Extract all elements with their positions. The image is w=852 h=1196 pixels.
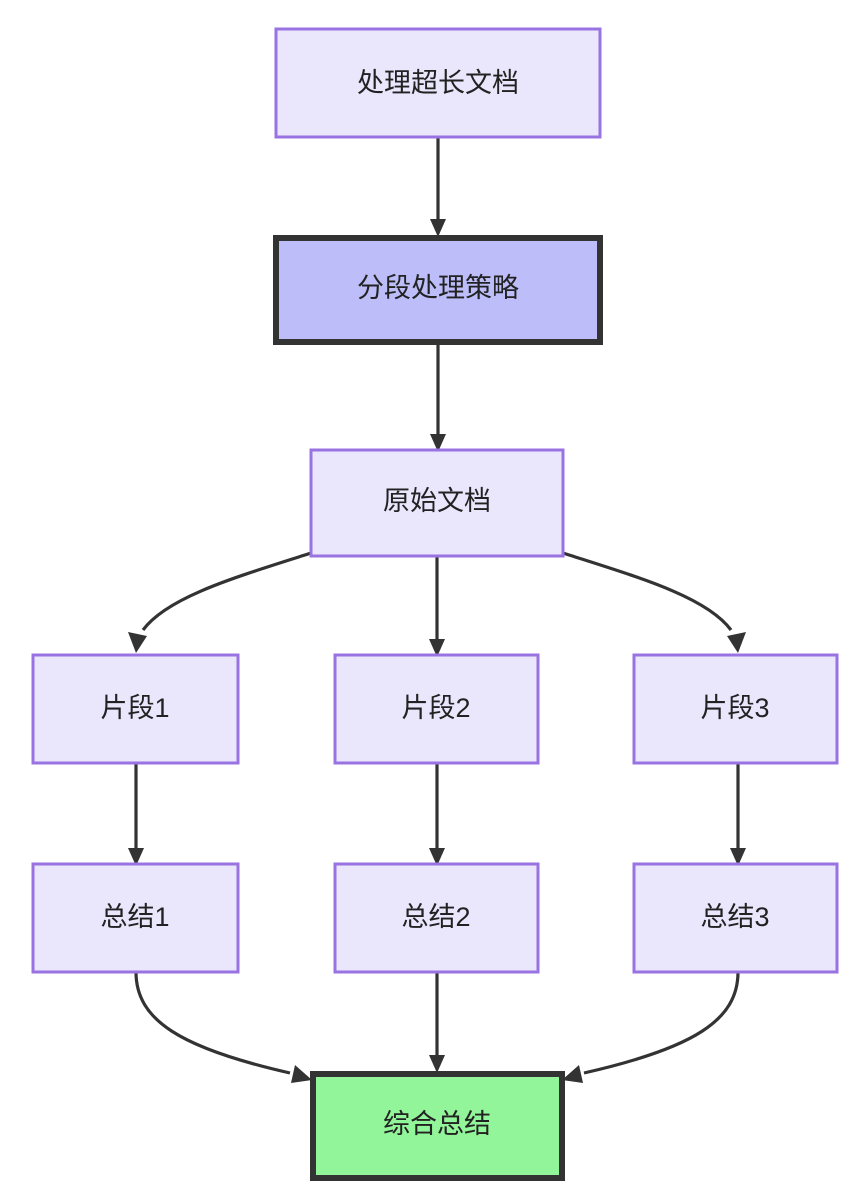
node-chunk-3[interactable]: 片段3	[632, 653, 839, 765]
edge-summary1-to-final	[134, 971, 312, 1083]
node-label-summary2: 总结2	[401, 902, 470, 932]
node-source-document[interactable]: 原始文档	[309, 448, 565, 558]
node-label-summary1: 总结1	[100, 902, 169, 932]
node-shape-summary1[interactable]	[31, 862, 240, 974]
edge-summary3-to-final	[562, 971, 740, 1083]
node-shape-chunk1[interactable]	[31, 653, 240, 765]
node-shape-source[interactable]	[309, 448, 565, 558]
node-layer: 处理超长文档 分段处理策略 原始文档 片段1 片段2	[31, 27, 839, 1181]
node-shape-final[interactable]	[310, 1071, 565, 1181]
node-chunking-strategy[interactable]: 分段处理策略	[273, 235, 603, 345]
node-shape-strategy[interactable]	[273, 235, 603, 345]
edge-source-to-chunk3	[562, 551, 746, 653]
edge-chunk2-to-summary2	[429, 763, 445, 866]
node-chunk-1[interactable]: 片段1	[31, 653, 240, 765]
node-shape-chunk3[interactable]	[632, 653, 839, 765]
node-summary-2[interactable]: 总结2	[333, 862, 540, 974]
node-label-summary3: 总结3	[700, 902, 769, 932]
edge-summary2-to-final	[429, 972, 445, 1073]
node-shape-summary3[interactable]	[632, 862, 839, 974]
edge-root-to-strategy	[430, 137, 446, 237]
node-label-chunk1: 片段1	[100, 693, 169, 723]
node-final-summary[interactable]: 综合总结	[310, 1071, 565, 1181]
edge-source-to-chunk2	[429, 556, 445, 657]
edge-layer	[128, 137, 746, 1083]
node-label-strategy: 分段处理策略	[357, 273, 519, 303]
node-chunk-2[interactable]: 片段2	[333, 653, 540, 765]
node-summary-3[interactable]: 总结3	[632, 862, 839, 974]
edge-chunk1-to-summary1	[128, 763, 144, 866]
node-shape-root[interactable]	[274, 27, 602, 139]
node-shape-chunk2[interactable]	[333, 653, 540, 765]
node-summary-1[interactable]: 总结1	[31, 862, 240, 974]
node-shape-summary2[interactable]	[333, 862, 540, 974]
node-label-chunk2: 片段2	[401, 693, 470, 723]
node-process-long-document[interactable]: 处理超长文档	[274, 27, 602, 139]
edge-source-to-chunk1	[128, 551, 312, 653]
node-label-final: 综合总结	[383, 1109, 491, 1139]
edge-strategy-to-source	[430, 345, 446, 452]
node-label-chunk3: 片段3	[700, 693, 769, 723]
edge-chunk3-to-summary3	[730, 763, 746, 866]
node-label-source: 原始文档	[383, 486, 491, 516]
node-label-root: 处理超长文档	[357, 68, 519, 98]
